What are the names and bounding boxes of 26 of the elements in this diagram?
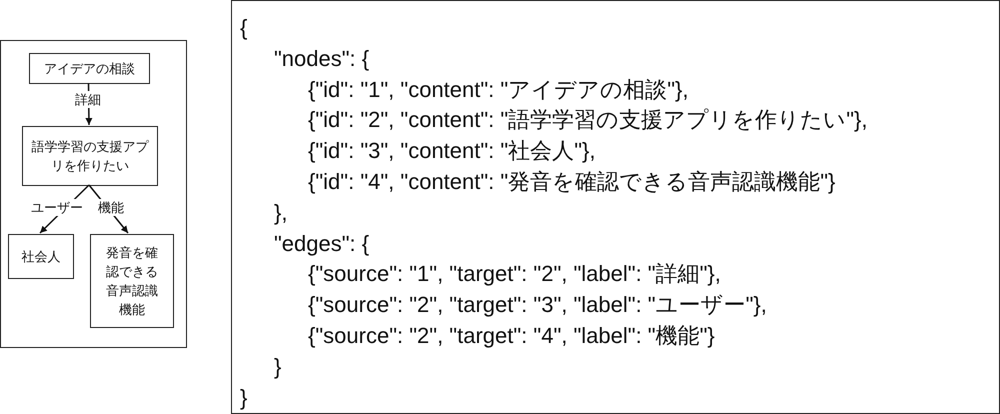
frame-box xyxy=(0,40,187,348)
edge-label: ユーザー xyxy=(29,198,85,216)
code-line: { xyxy=(240,15,248,41)
code-line: "edges": { xyxy=(274,230,370,257)
edge-label: 機能 xyxy=(96,198,126,216)
text-box xyxy=(8,234,74,279)
node-text: 社会人 xyxy=(22,248,60,266)
node-text: 語学学習の支援アプリを作りたい xyxy=(31,138,149,175)
code-line: "nodes": { xyxy=(274,46,370,72)
code-line: {"id": "3", "content": "社会人"}, xyxy=(308,138,596,164)
code-line: } xyxy=(274,354,282,380)
code-line: {"id": "2", "content": "語学学習の支援アプリを作りたい"}, xyxy=(308,107,868,134)
node-text: アイデアの相談 xyxy=(44,60,135,78)
node-text: 発音を確認できる音声認識機能 xyxy=(105,244,159,319)
text-box xyxy=(22,126,158,186)
code-line: {"source": "2", "target": "4", "label": "機能"} xyxy=(308,323,715,349)
text-box xyxy=(29,53,150,84)
code-line: {"source": "1", "target": "2", "label": "詳細"}, xyxy=(308,261,721,288)
code-line: {"source": "2", "target": "3", "label": "ユーザー"}, xyxy=(308,292,767,318)
text-box xyxy=(90,234,174,328)
code-line: }, xyxy=(274,200,288,226)
code-line: {"id": "1", "content": "アイデアの相談"}, xyxy=(308,76,688,103)
code-panel xyxy=(231,0,1000,414)
code-line: {"id": "4", "content": "発音を確認できる音声認識機能"} xyxy=(308,169,836,195)
edge-label: 詳細 xyxy=(73,90,103,108)
code-line: } xyxy=(240,384,248,411)
